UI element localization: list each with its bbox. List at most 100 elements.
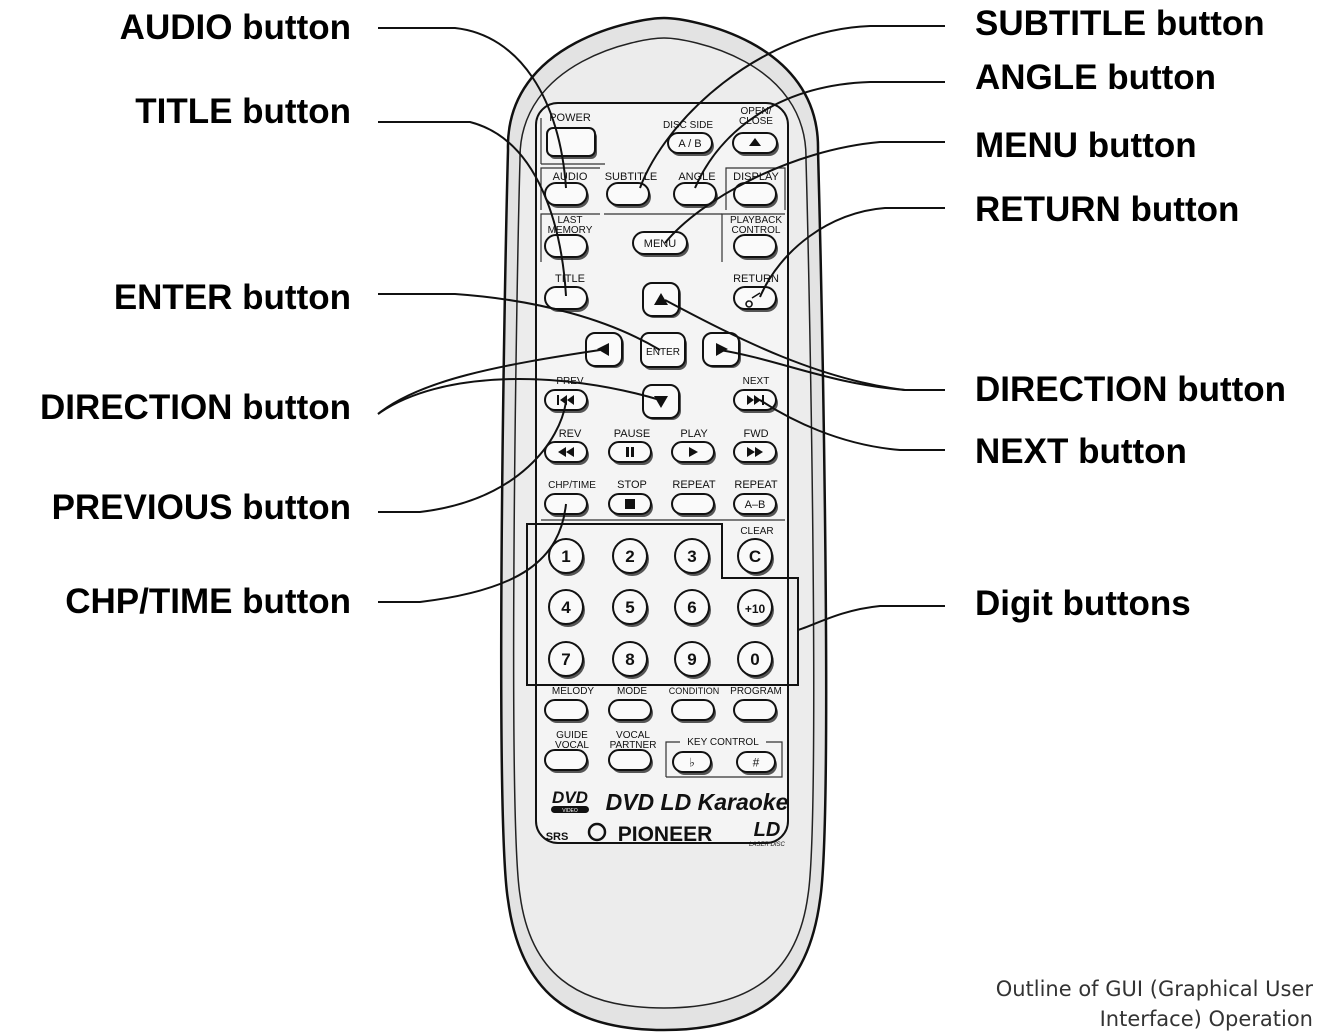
vocal-partner-label: PARTNER: [610, 740, 657, 751]
leader-audio: [378, 27, 567, 189]
melody-label: MELODY: [552, 686, 595, 697]
digit-button-label: 2: [625, 547, 634, 566]
play-icon: [689, 447, 698, 457]
clear-button[interactable]: C: [737, 538, 774, 576]
digit-keypad-frame: [526, 523, 799, 686]
leader-title: [378, 121, 567, 297]
digit-button-6[interactable]: 6: [674, 589, 711, 627]
callout-chptime-button: CHP/TIME button: [65, 582, 351, 621]
callout-audio-button: AUDIO button: [119, 8, 351, 47]
rev-label: REV: [559, 428, 582, 440]
callout-angle-button: ANGLE button: [975, 58, 1217, 97]
return-button[interactable]: [733, 286, 778, 312]
angle-button[interactable]: [673, 182, 718, 208]
callout-menu-button: MENU button: [975, 126, 1197, 165]
eject-icon: [749, 138, 761, 146]
leader-chptime: [378, 503, 567, 603]
leader-direction-left-b: [377, 378, 661, 415]
playback-control-label: CONTROL: [732, 225, 781, 236]
disc-side-button[interactable]: A / B: [667, 132, 714, 156]
rev-button[interactable]: [544, 441, 589, 465]
pause-icon: [626, 447, 629, 457]
subtitle-button[interactable]: [606, 182, 651, 208]
digit-button-label: 3: [687, 547, 696, 566]
return-icon: [745, 292, 761, 308]
condition-button[interactable]: [671, 699, 716, 723]
display-button[interactable]: [733, 182, 778, 208]
leader-next: [759, 399, 945, 451]
vocal-partner-button[interactable]: [608, 749, 653, 773]
title-button[interactable]: [544, 286, 589, 312]
digit-button-11[interactable]: 0: [737, 641, 774, 679]
last-memory-button[interactable]: [544, 234, 589, 260]
digit-button-3[interactable]: 3: [674, 538, 711, 576]
digit-button-1[interactable]: 1: [548, 538, 585, 576]
last-memory-label: LAST: [557, 215, 582, 226]
repeat-ab-button-label: A–B: [745, 499, 766, 511]
leader-subtitle: [639, 25, 945, 189]
digit-button-7[interactable]: +10: [737, 589, 774, 627]
chp-time-button[interactable]: [544, 493, 589, 517]
enter-button[interactable]: ENTER: [640, 332, 687, 370]
play-button[interactable]: [671, 441, 716, 465]
playback-control-button[interactable]: [733, 234, 778, 260]
direction-down-button[interactable]: [642, 384, 681, 420]
dvd-video-text: VIDEO: [562, 808, 578, 814]
pause-icon-2: [631, 447, 634, 457]
fwd-icon: [747, 447, 755, 457]
melody-button[interactable]: [544, 699, 589, 723]
rev-icon-2: [566, 447, 574, 457]
digit-button-5[interactable]: 5: [612, 589, 649, 627]
power-label: POWER: [549, 112, 591, 124]
audio-button[interactable]: [544, 182, 589, 208]
next-bar-icon: [762, 395, 764, 405]
open-close-label: OPEN/: [740, 106, 771, 117]
fwd-button[interactable]: [733, 441, 778, 465]
product-name: DVD LD Karaoke: [606, 789, 789, 815]
leader-digits: [797, 605, 945, 631]
key-flat-button[interactable]: ♭: [672, 751, 713, 775]
stop-button[interactable]: [608, 493, 653, 517]
digit-button-4[interactable]: 4: [548, 589, 585, 627]
title-label: TITLE: [555, 273, 585, 285]
menu-button[interactable]: MENU: [632, 231, 689, 257]
angle-label: ANGLE: [678, 171, 715, 183]
repeat-label: REPEAT: [672, 479, 715, 491]
digit-button-label: 9: [687, 650, 696, 669]
leader-enter: [378, 293, 661, 351]
laser-disc-logo: LD: [754, 819, 781, 841]
dvd-video-pill: [551, 806, 589, 813]
guide-vocal-label: GUIDE: [556, 730, 588, 741]
open-close-label: CLOSE: [739, 116, 773, 127]
guide-vocal-button[interactable]: [544, 749, 589, 773]
enter-button-label: ENTER: [646, 347, 680, 358]
repeat-ab-button[interactable]: A–B: [733, 493, 778, 517]
leader-return: [759, 207, 945, 298]
key-sharp-button[interactable]: #: [736, 751, 777, 775]
digit-button-label: 8: [625, 650, 634, 669]
direction-up-button[interactable]: [642, 282, 681, 318]
pause-label: PAUSE: [614, 428, 650, 440]
program-button[interactable]: [733, 699, 778, 723]
callout-digit-buttons: Digit buttons: [975, 584, 1191, 623]
subtitle-label: SUBTITLE: [605, 171, 658, 183]
next-button[interactable]: [733, 389, 778, 413]
direction-left-button[interactable]: [585, 332, 624, 368]
digit-button-label: 0: [750, 650, 759, 669]
repeat-ab-label: REPEAT: [734, 479, 777, 491]
menu-button-label: MENU: [644, 238, 676, 250]
digit-button-8[interactable]: 7: [548, 641, 585, 679]
last-memory-label: MEMORY: [548, 225, 593, 236]
pause-button[interactable]: [608, 441, 653, 465]
figure-caption: Outline of GUI (Graphical User Interface…: [995, 977, 1313, 1031]
leader-angle: [694, 81, 945, 189]
digit-button-2[interactable]: 2: [612, 538, 649, 576]
prev-button[interactable]: [544, 389, 589, 413]
open-close-button[interactable]: [732, 132, 779, 156]
digit-button-9[interactable]: 8: [612, 641, 649, 679]
mode-button[interactable]: [608, 699, 653, 723]
repeat-button[interactable]: [671, 493, 716, 517]
digit-button-10[interactable]: 9: [674, 641, 711, 679]
power-button[interactable]: [546, 127, 597, 159]
